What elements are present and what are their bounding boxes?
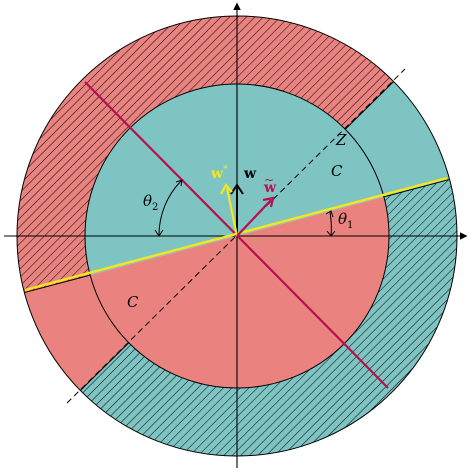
vector-w-star bbox=[225, 187, 239, 237]
theta2-arc bbox=[158, 180, 182, 236]
label-z: Z bbox=[335, 131, 347, 149]
label-w: w bbox=[243, 166, 257, 182]
ring-divider-lower bbox=[80, 342, 130, 391]
vector-w-star-arrowhead bbox=[220, 183, 233, 195]
ring-divider-left bbox=[24, 274, 91, 294]
label-theta1: θ bbox=[338, 210, 347, 228]
label-w-star: w bbox=[210, 166, 224, 182]
theta2-arrow-top bbox=[175, 179, 183, 187]
ring-divider-upper bbox=[344, 81, 394, 130]
vector-w-arrowhead bbox=[230, 183, 244, 195]
inner-disc-red-half bbox=[90, 196, 389, 389]
outer-ring-teal-wedge bbox=[345, 81, 450, 197]
outer-ring bbox=[17, 16, 457, 456]
outer-ring-teal-hatching bbox=[80, 179, 457, 456]
z-dashed-line bbox=[66, 68, 406, 404]
theta2-arrow-bottom bbox=[154, 229, 164, 237]
vector-w-tilde bbox=[236, 199, 272, 237]
label-w-tilde: w bbox=[263, 180, 277, 196]
label-theta2: θ bbox=[143, 192, 152, 210]
label-theta2-sub: 2 bbox=[152, 202, 158, 213]
ring-divider-right bbox=[383, 178, 450, 198]
vector-w-tilde-arrowhead bbox=[262, 196, 275, 208]
label-theta1-sub: 1 bbox=[347, 220, 353, 231]
label-c-upper: C bbox=[331, 162, 343, 180]
theta1-arrow-top bbox=[325, 210, 334, 218]
label-w-tilde-mark: ~ bbox=[264, 173, 274, 187]
label-c-lower: C bbox=[127, 293, 139, 311]
outer-ring-red-hatching bbox=[17, 16, 394, 293]
theta1-arrow-bottom bbox=[326, 230, 336, 237]
outer-ring-red-wedge bbox=[24, 275, 129, 391]
label-w-star-sup: * bbox=[223, 164, 228, 175]
